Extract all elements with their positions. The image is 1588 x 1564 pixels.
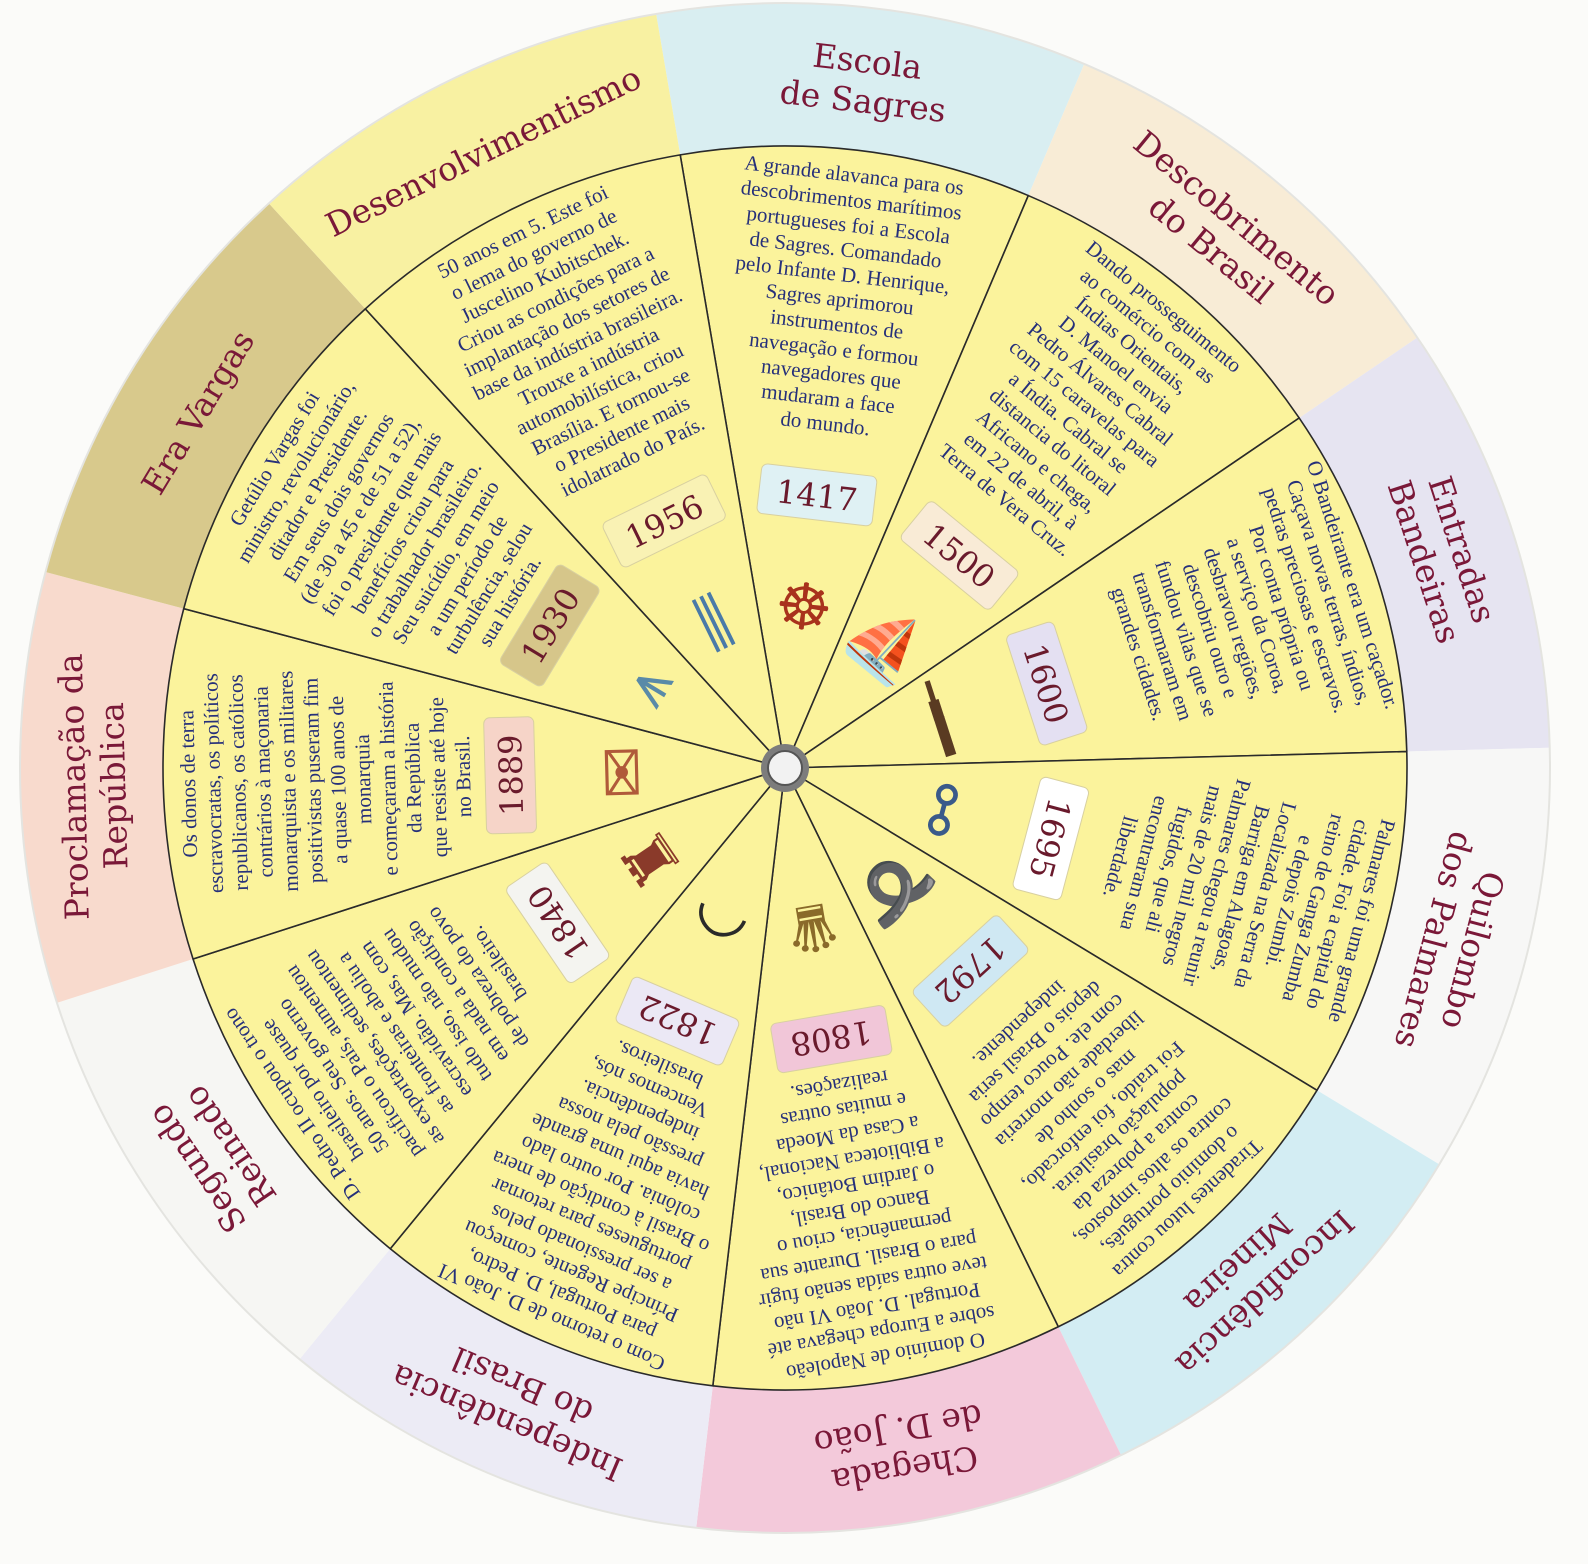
segment-description-line: e começaram a história bbox=[374, 680, 403, 875]
outer-ring-segment bbox=[656, 2, 1085, 196]
outer-ring-segment bbox=[1058, 1090, 1440, 1456]
segment-description-line: monarquista e os militares bbox=[273, 670, 303, 892]
year-badge bbox=[500, 564, 600, 687]
year-label: 1417 bbox=[774, 472, 859, 519]
segment-title: República bbox=[92, 702, 135, 870]
year-badge bbox=[602, 474, 726, 568]
inner-sector bbox=[192, 766, 788, 1250]
segment-title: Proclamação da bbox=[51, 653, 97, 921]
year-badge bbox=[506, 862, 610, 983]
segment-description-line: monarquia bbox=[350, 733, 376, 824]
year-badge bbox=[1006, 621, 1088, 746]
outer-ring-segment bbox=[45, 203, 366, 609]
segment-description-line: escravocratas, os políticos bbox=[198, 673, 228, 893]
outer-ring-segment bbox=[1028, 63, 1418, 418]
year-badge bbox=[770, 1005, 893, 1074]
year-badge bbox=[756, 463, 878, 527]
inner-sector bbox=[389, 765, 787, 1387]
inner-sector bbox=[782, 750, 1408, 1092]
center-pivot[interactable] bbox=[761, 744, 809, 792]
inner-sector bbox=[711, 765, 1060, 1391]
scroll-icon: ✉ bbox=[586, 744, 661, 800]
segment-description-line: Os donos de terra bbox=[174, 709, 202, 858]
inner-sector bbox=[679, 145, 1030, 771]
outer-ring-segment bbox=[268, 13, 681, 309]
segment-description-line: republicanos, os católicos bbox=[223, 674, 253, 891]
segment-description-line: positivistas puseram fim bbox=[298, 678, 327, 884]
outer-ring-segment bbox=[1299, 337, 1550, 752]
inner-sector bbox=[783, 194, 1301, 771]
year-badge bbox=[900, 501, 1019, 610]
segment-description-line: que resiste até hoje bbox=[424, 697, 452, 858]
outer-ring-segment bbox=[19, 571, 194, 1003]
ship-wheel-icon: ☸ bbox=[771, 568, 837, 648]
inner-sector bbox=[162, 607, 788, 960]
outer-ring-segment bbox=[56, 958, 391, 1360]
segment-description-line: da República bbox=[400, 722, 427, 833]
year-badge bbox=[912, 915, 1029, 1027]
inner-sector bbox=[782, 416, 1408, 769]
year-label: 1889 bbox=[491, 734, 531, 816]
wheel-sectors bbox=[19, 2, 1551, 1534]
crown-icon: ♛ bbox=[778, 885, 847, 968]
outer-ring-segment bbox=[299, 1248, 713, 1528]
outer-ring-segment bbox=[696, 1326, 1122, 1533]
year-badge bbox=[1012, 776, 1090, 901]
inner-sector bbox=[783, 765, 1319, 1328]
segment-description-line: no Brasil. bbox=[450, 735, 476, 817]
inner-sector bbox=[182, 307, 788, 770]
year-badge bbox=[483, 716, 537, 835]
wheel-outline bbox=[19, 2, 1551, 1534]
inner-sector bbox=[364, 153, 787, 771]
segment-description-line: contrários à maçonaria bbox=[249, 685, 278, 877]
year-badge bbox=[615, 976, 740, 1066]
segment-description-line: a quase 100 anos de bbox=[324, 696, 352, 865]
